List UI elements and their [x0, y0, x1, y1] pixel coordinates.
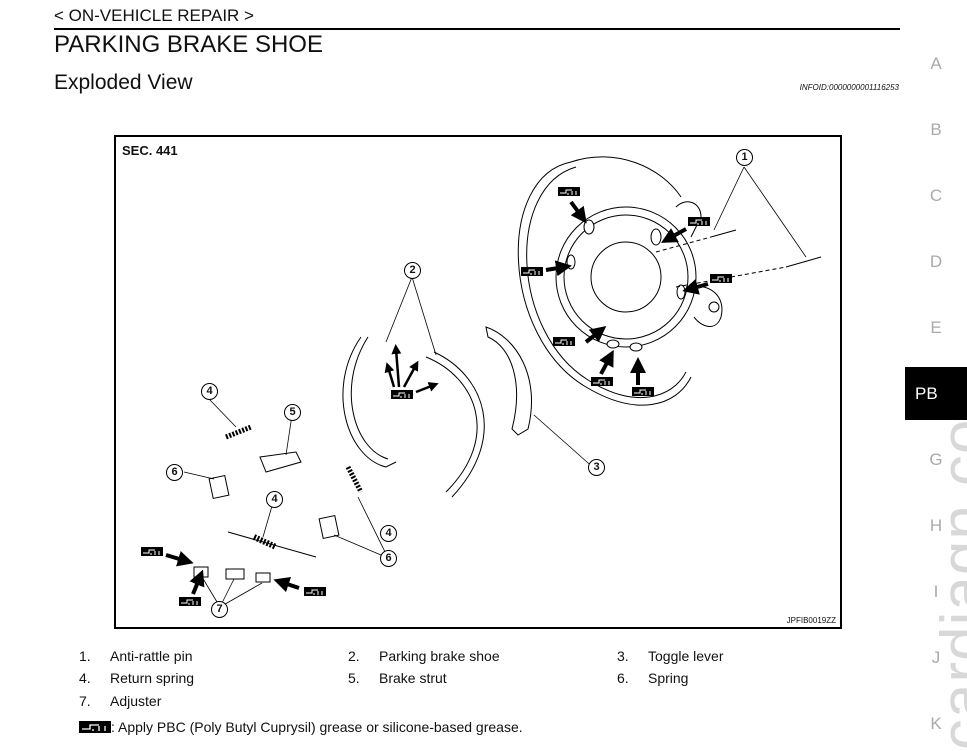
side-tab-e[interactable]: E	[930, 318, 942, 337]
side-tab-g[interactable]: G	[929, 450, 943, 469]
callout-4: 4	[266, 491, 283, 508]
arrows	[165, 200, 709, 595]
legend-item: 4.Return spring	[79, 670, 195, 686]
callout-3: 3	[588, 459, 605, 476]
toggle-lever	[485, 326, 532, 436]
section-label: SEC. 441	[122, 143, 178, 158]
legend-item: 7.Adjuster	[79, 693, 162, 709]
legend-item: 3.Toggle lever	[617, 648, 724, 664]
legend-item: 5.Brake strut	[348, 670, 447, 686]
side-tab-k[interactable]: K	[930, 714, 942, 733]
side-tab-i[interactable]: I	[933, 582, 939, 601]
legend-item: 6.Spring	[617, 670, 689, 686]
callout-1: 1	[736, 149, 753, 166]
leader-lines	[183, 166, 807, 608]
grease-note: : Apply PBC (Poly Butyl Cuprysil) grease…	[79, 719, 523, 735]
callout-5: 5	[284, 404, 301, 421]
small-parts	[193, 424, 364, 583]
side-tab-pb[interactable]: PB	[905, 367, 967, 420]
anti-rattle-pins	[655, 229, 822, 288]
page-title: PARKING BRAKE SHOE	[54, 31, 323, 58]
callout-4: 4	[201, 383, 218, 400]
section-title: Exploded View	[54, 71, 193, 94]
side-tab-a[interactable]: A	[930, 54, 942, 73]
grease-points	[566, 219, 686, 352]
info-id: INFOID:0000000001116253	[799, 83, 899, 92]
grease-icons	[140, 186, 733, 607]
side-tab-d[interactable]: D	[929, 252, 943, 271]
side-tab-b[interactable]: B	[930, 120, 942, 139]
callout-2: 2	[404, 262, 421, 279]
exploded-view-figure: SEC. 441 JPFIB0019ZZ	[114, 135, 842, 629]
callout-7: 7	[211, 601, 228, 618]
side-tab-h[interactable]: H	[929, 516, 943, 535]
legend-item: 2.Parking brake shoe	[348, 648, 500, 664]
grease-apply-icon	[79, 721, 111, 733]
brake-shoes	[342, 336, 485, 498]
side-tab-c[interactable]: C	[929, 186, 943, 205]
backing-plate	[517, 156, 723, 406]
brake-diagram	[140, 156, 822, 608]
header-rule	[54, 28, 900, 30]
breadcrumb[interactable]: < ON-VEHICLE REPAIR >	[54, 6, 254, 25]
legend-item: 1.Anti-rattle pin	[79, 648, 193, 664]
callout-6: 6	[166, 464, 183, 481]
callout-6: 6	[380, 550, 397, 567]
figure-id: JPFIB0019ZZ	[786, 616, 836, 625]
callout-4: 4	[380, 525, 397, 542]
side-tab-j[interactable]: J	[931, 648, 941, 667]
shoe-arrows	[384, 344, 439, 394]
